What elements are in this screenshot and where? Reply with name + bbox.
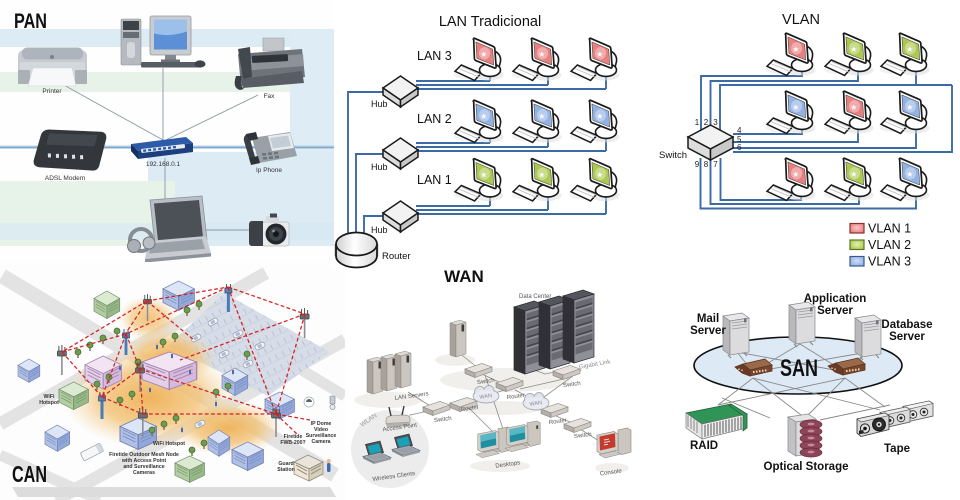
svg-text:LAN Tradicional: LAN Tradicional bbox=[439, 14, 541, 30]
svg-text:Wireless Clients: Wireless Clients bbox=[372, 471, 415, 483]
svg-text:Database: Database bbox=[881, 319, 932, 331]
svg-text:CAN: CAN bbox=[12, 461, 47, 487]
svg-text:SAN: SAN bbox=[780, 355, 818, 382]
svg-text:Switch: Switch bbox=[477, 378, 495, 386]
svg-text:Server: Server bbox=[817, 305, 853, 317]
svg-text:Router: Router bbox=[549, 418, 568, 426]
svg-text:4: 4 bbox=[737, 126, 742, 135]
svg-text:Router: Router bbox=[382, 251, 411, 262]
svg-text:1: 1 bbox=[695, 118, 700, 127]
svg-text:Server: Server bbox=[889, 331, 925, 343]
svg-text:VLAN 3: VLAN 3 bbox=[868, 255, 911, 269]
svg-text:Switch: Switch bbox=[563, 381, 581, 389]
svg-text:6: 6 bbox=[737, 143, 742, 152]
svg-text:Video: Video bbox=[314, 427, 328, 433]
svg-text:Hub: Hub bbox=[371, 99, 388, 109]
svg-text:8: 8 bbox=[704, 160, 709, 169]
svg-text:VLAN 2: VLAN 2 bbox=[868, 238, 911, 252]
svg-text:Mail: Mail bbox=[697, 313, 719, 325]
svg-text:Cameras: Cameras bbox=[133, 470, 155, 476]
svg-text:WAN: WAN bbox=[479, 393, 492, 401]
svg-text:Camera: Camera bbox=[311, 439, 330, 445]
svg-text:2: 2 bbox=[704, 118, 709, 127]
svg-text:Router: Router bbox=[461, 405, 480, 413]
svg-text:Hub: Hub bbox=[371, 162, 388, 172]
svg-text:Ip Phone: Ip Phone bbox=[256, 167, 282, 174]
svg-text:5: 5 bbox=[737, 135, 742, 144]
svg-text:Hub: Hub bbox=[371, 225, 388, 235]
svg-text:LAN Servers: LAN Servers bbox=[394, 391, 429, 402]
svg-text:and Surveillance: and Surveillance bbox=[123, 464, 164, 470]
svg-text:ADSL Modem: ADSL Modem bbox=[45, 175, 85, 182]
svg-text:Optical Storage: Optical Storage bbox=[764, 461, 849, 473]
svg-text:Switch: Switch bbox=[659, 150, 687, 161]
svg-text:7: 7 bbox=[713, 160, 718, 169]
svg-text:VLAN 1: VLAN 1 bbox=[868, 222, 911, 236]
svg-text:Switch: Switch bbox=[434, 416, 452, 424]
svg-text:Firetide Outdoor Mesh Node: Firetide Outdoor Mesh Node bbox=[109, 452, 179, 458]
svg-text:Application: Application bbox=[804, 293, 867, 305]
svg-text:WiFi Hotspot: WiFi Hotspot bbox=[153, 441, 185, 447]
svg-text:VLAN: VLAN bbox=[782, 12, 820, 28]
svg-text:LAN 2: LAN 2 bbox=[417, 112, 452, 126]
svg-text:FWB-200?: FWB-200? bbox=[280, 440, 305, 446]
svg-text:with Access Point: with Access Point bbox=[121, 458, 166, 464]
svg-text:3: 3 bbox=[713, 118, 718, 127]
svg-text:Station: Station bbox=[277, 467, 295, 473]
svg-text:PAN: PAN bbox=[14, 10, 47, 33]
svg-text:Server: Server bbox=[690, 325, 726, 337]
svg-text:Printer: Printer bbox=[42, 88, 62, 95]
svg-text:LAN 3: LAN 3 bbox=[417, 49, 452, 63]
svg-text:WiFi: WiFi bbox=[44, 394, 55, 400]
svg-text:Access Point: Access Point bbox=[382, 423, 418, 434]
svg-text:IP Dome: IP Dome bbox=[311, 421, 332, 427]
svg-text:192.168.0.1: 192.168.0.1 bbox=[146, 161, 181, 168]
svg-text:Gigabit Link: Gigabit Link bbox=[579, 359, 612, 371]
svg-text:Desktops: Desktops bbox=[495, 460, 521, 469]
svg-text:Surveillance: Surveillance bbox=[306, 433, 337, 439]
svg-text:RAID: RAID bbox=[690, 440, 718, 452]
svg-text:Data Center: Data Center bbox=[519, 294, 551, 300]
svg-text:Fax: Fax bbox=[264, 93, 276, 100]
svg-text:WAN: WAN bbox=[529, 400, 542, 408]
svg-text:Guard: Guard bbox=[278, 461, 293, 467]
svg-text:LAN 1: LAN 1 bbox=[417, 173, 452, 187]
svg-text:Firetide: Firetide bbox=[284, 434, 303, 440]
svg-text:WAN: WAN bbox=[444, 267, 484, 286]
svg-text:9: 9 bbox=[695, 160, 700, 169]
svg-text:Tape: Tape bbox=[884, 443, 910, 455]
svg-text:Router: Router bbox=[507, 393, 526, 401]
svg-text:Switch: Switch bbox=[574, 432, 592, 440]
svg-text:Hotspot: Hotspot bbox=[39, 400, 59, 406]
svg-text:Console: Console bbox=[600, 468, 623, 477]
